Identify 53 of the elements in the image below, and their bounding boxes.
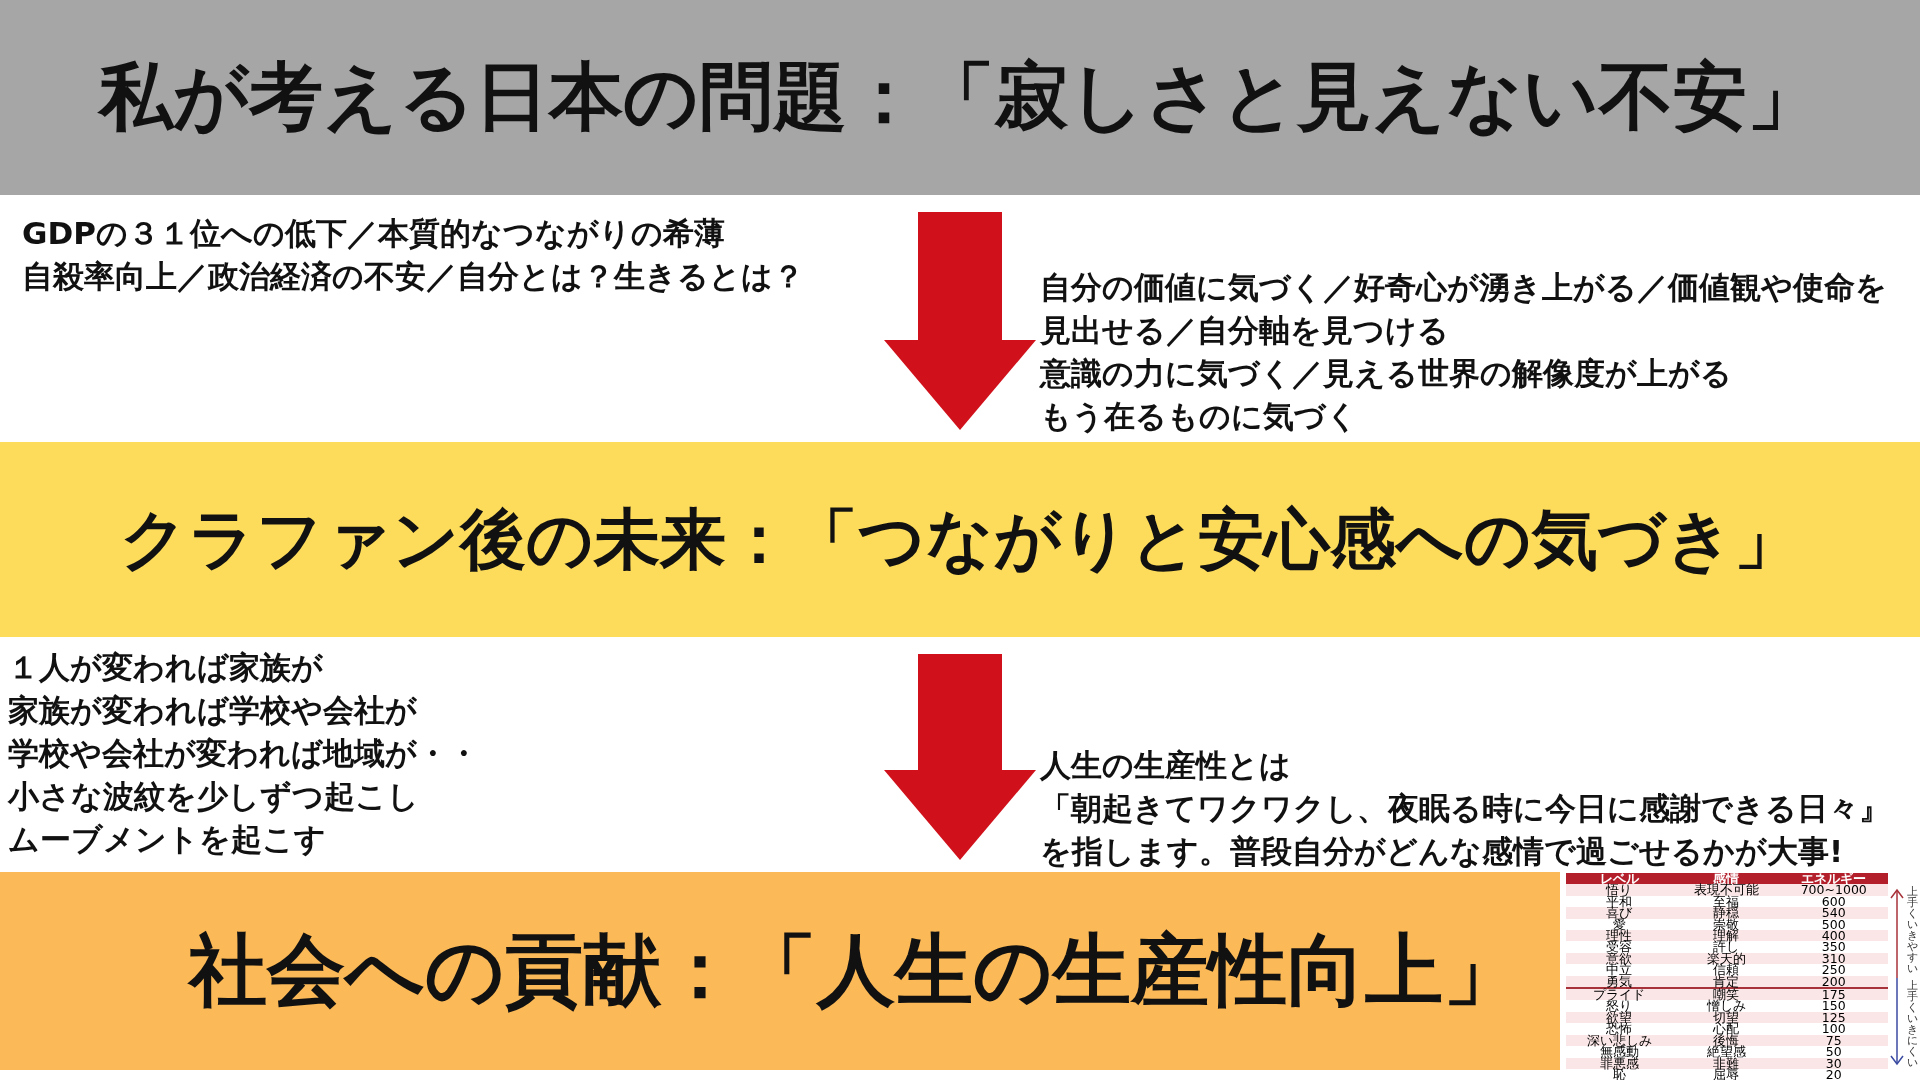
- title-band: [0, 442, 1920, 637]
- table-cell: プライド: [1566, 988, 1673, 1001]
- note-text: 家族が変われば学校や会社が: [8, 691, 417, 730]
- table-cell: 30: [1779, 1057, 1888, 1069]
- title-band: [0, 872, 1560, 1070]
- table-cell: 受容: [1566, 941, 1673, 953]
- table-cell: 250: [1779, 964, 1888, 976]
- note-text: もう在るものに気づく: [1040, 397, 1358, 436]
- table-cell: 喜び: [1566, 907, 1673, 919]
- band-title: 私が考える日本の問題：「寂しさと見えない不安」: [99, 51, 1821, 141]
- table-cell: 無感動: [1566, 1046, 1673, 1058]
- scale-label: 上手くいきやすい: [1906, 886, 1918, 974]
- arrow: [884, 654, 1036, 860]
- note-text: 自殺率向上／政治経済の不安／自分とは？生きるとは？: [22, 257, 804, 296]
- table-cell: 罪悪感: [1566, 1057, 1673, 1069]
- band-title: クラファン後の未来：「つながりと安心感への気づき」: [120, 499, 1800, 580]
- note-text: 小さな波紋を少しずつ起こし: [8, 777, 419, 816]
- table-cell: 表現不可能: [1672, 884, 1780, 896]
- band-title: 社会への貢献：「人生の生産性向上」: [189, 923, 1521, 1017]
- table-cell: 150: [1779, 1000, 1888, 1012]
- scale-label: 上手くいきにくい: [1906, 980, 1918, 1068]
- table-cell: 心配: [1672, 1023, 1780, 1035]
- table-cell: 540: [1779, 907, 1888, 919]
- table-cell: 恐怖: [1566, 1023, 1673, 1035]
- note-text: GDPの３１位への低下／本質的なつながりの希薄: [22, 214, 725, 253]
- table-cell: 50: [1779, 1046, 1888, 1058]
- note-text: 意識の力に気づく／見える世界の解像度が上がる: [1040, 354, 1732, 393]
- note-text: 人生の生産性とは: [1040, 746, 1291, 785]
- note-text: 学校や会社が変われば地域が・・: [8, 734, 479, 773]
- table-cell: 怒り: [1566, 1000, 1673, 1012]
- table-cell: 静穏: [1672, 907, 1780, 919]
- table-cell: 100: [1779, 1023, 1888, 1035]
- note-text: 「朝起きてワクワクし、夜眠る時に今日に感謝できる日々』を指します。普段自分がどんな感情で過ごせるかが大事!: [1040, 789, 1890, 871]
- table-cell: 許し: [1672, 941, 1780, 953]
- table-cell: 信頼: [1672, 964, 1780, 976]
- arrow: [884, 212, 1036, 430]
- table-cell: 理性: [1566, 930, 1673, 942]
- table-cell: 350: [1779, 941, 1888, 953]
- table-cell: 700~1000: [1779, 884, 1888, 896]
- note-text: 自分の価値に気づく／好奇心が湧き上がる／価値観や使命を見出せる／自分軸を見つける: [1040, 268, 1888, 350]
- table-cell: 理解: [1672, 930, 1780, 942]
- table-cell: エネルギー: [1779, 873, 1888, 885]
- title-band: [0, 0, 1920, 195]
- table-cell: 憎しみ: [1672, 1000, 1780, 1012]
- table-cell: レベル: [1566, 873, 1673, 885]
- note-text: １人が変われば家族が: [8, 648, 323, 687]
- table-cell: 非難: [1672, 1057, 1780, 1069]
- table-cell: 中立: [1566, 964, 1673, 976]
- note-text: ムーブメントを起こす: [8, 820, 326, 859]
- table-cell: 400: [1779, 930, 1888, 942]
- table-cell: 175: [1779, 988, 1888, 1001]
- table-cell: 悟り: [1566, 884, 1673, 896]
- table-cell: 絶望感: [1672, 1046, 1780, 1058]
